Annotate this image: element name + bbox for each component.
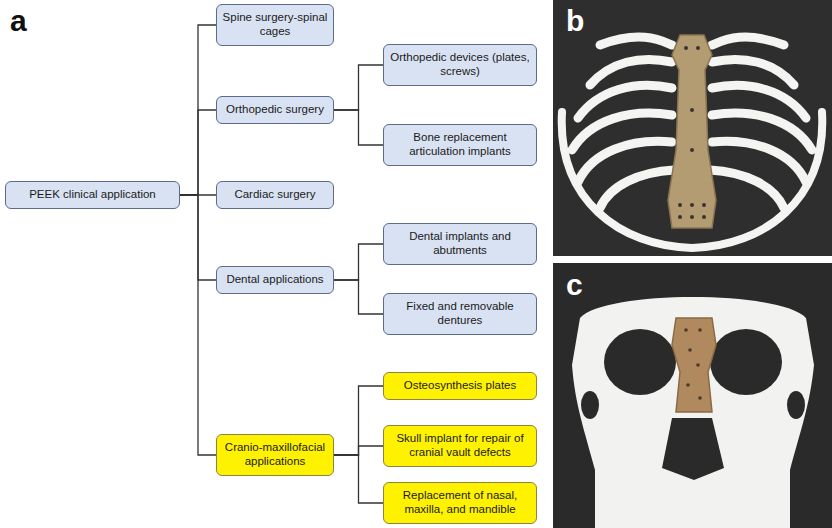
process-box: Fixed and removable dentures <box>383 293 537 335</box>
process-box: Orthopedic surgery <box>216 96 334 124</box>
box-text: Orthopedic devices (plates, screws) <box>389 51 531 79</box>
panel-label: c <box>566 270 583 300</box>
process-box: Cranio-maxillofacial applications <box>216 434 334 476</box>
tree-connector <box>180 110 216 195</box>
tree-connector <box>334 446 383 455</box>
box-text: Cranio-maxillofacial applications <box>222 441 328 469</box>
process-box: Bone replacement articulation implants <box>383 124 537 166</box>
rib <box>712 59 794 85</box>
process-box: Dental applications <box>216 266 334 294</box>
screw-holes <box>684 328 702 400</box>
photo-background <box>553 263 832 528</box>
tree-connector <box>334 65 383 110</box>
ribcage-photo <box>553 0 832 256</box>
tree-connector <box>180 195 216 455</box>
photo-background <box>553 0 832 256</box>
box-text: PEEK clinical application <box>11 188 174 202</box>
process-box: PEEK clinical application <box>5 181 180 209</box>
sternum-implant <box>668 35 716 228</box>
box-text: Osteosynthesis plates <box>389 379 531 393</box>
box-text: Bone replacement articulation implants <box>389 131 531 159</box>
rib <box>590 59 672 85</box>
box-text: Replacement of nasal, maxilla, and mandi… <box>389 489 531 517</box>
process-box: Orthopedic devices (plates, screws) <box>383 44 537 86</box>
tree-connector <box>334 244 383 280</box>
box-text: Fixed and removable dentures <box>389 300 531 328</box>
nasal-implant <box>672 318 716 412</box>
panel-label: a <box>10 6 27 36</box>
orbit <box>604 329 676 395</box>
tree-connector <box>334 110 383 145</box>
screw-holes <box>678 46 706 219</box>
process-box: Dental implants and abutments <box>383 223 537 265</box>
skull-opening <box>581 391 599 419</box>
box-text: Dental applications <box>222 273 328 287</box>
box-text: Orthopedic surgery <box>222 103 328 117</box>
box-text: Dental implants and abutments <box>389 230 531 258</box>
box-text: Spine surgery-spinal cages <box>222 11 328 39</box>
panel-label: b <box>566 6 584 36</box>
rib <box>710 170 784 208</box>
clavicle <box>712 37 784 45</box>
process-box: Cardiac surgery <box>216 181 334 209</box>
process-box: Replacement of nasal, maxilla, and mandi… <box>383 482 537 524</box>
tree-connector <box>334 386 383 455</box>
clavicle <box>600 37 672 45</box>
skull-opening <box>787 391 805 419</box>
process-box: Osteosynthesis plates <box>383 372 537 400</box>
tree-connector <box>334 455 383 503</box>
rib <box>600 170 674 208</box>
tree-connector <box>180 25 216 195</box>
tree-connector <box>334 280 383 314</box>
box-text: Cardiac surgery <box>222 188 328 202</box>
skull-photo <box>553 263 832 528</box>
process-box: Spine surgery-spinal cages <box>216 4 334 46</box>
skull-model <box>572 297 814 528</box>
process-box: Skull implant for repair of cranial vaul… <box>383 425 537 467</box>
orbit <box>710 329 782 395</box>
nasal-cavity <box>662 418 724 480</box>
box-text: Skull implant for repair of cranial vaul… <box>389 432 531 460</box>
